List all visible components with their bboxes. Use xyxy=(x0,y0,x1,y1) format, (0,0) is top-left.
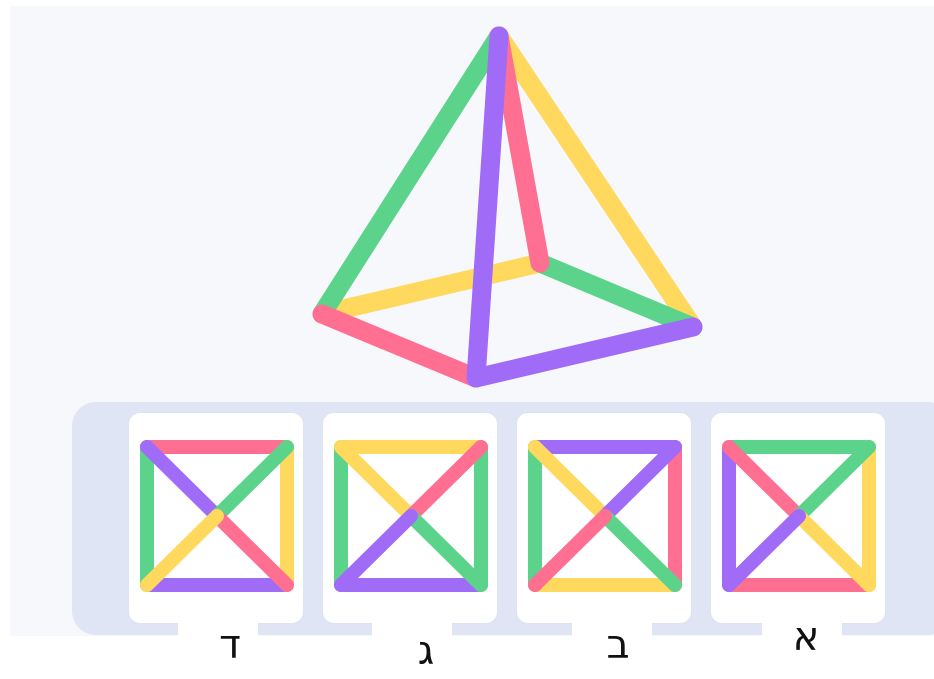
diag-top-right xyxy=(598,440,682,523)
diag-bottom-left xyxy=(528,509,612,592)
pyramid-edge-apex-left xyxy=(312,26,509,324)
pyramid-edge-front-right xyxy=(466,317,703,388)
option-card-dalet[interactable] xyxy=(128,412,304,624)
diag-top-right xyxy=(792,440,876,523)
diag-bottom-right xyxy=(598,509,682,592)
pyramid-edge-apex-front xyxy=(466,26,509,388)
diag-bottom-left xyxy=(334,509,418,592)
pyramid-edge-left-front xyxy=(312,304,486,388)
diag-bottom-right xyxy=(210,509,294,592)
label-tab-gimel xyxy=(372,620,452,673)
diag-top-right xyxy=(404,440,488,523)
square-pattern-gimel xyxy=(334,440,488,592)
diag-top-left xyxy=(334,440,418,523)
diag-bottom-left xyxy=(722,509,806,592)
diag-top-right xyxy=(210,440,294,523)
label-tab-alef xyxy=(762,620,842,673)
diag-top-left xyxy=(528,440,612,523)
option-card-alef[interactable] xyxy=(710,412,886,624)
diag-bottom-left xyxy=(140,509,224,592)
diag-bottom-right xyxy=(792,509,876,592)
option-label-gimel: ג xyxy=(417,628,435,674)
option-card-bet[interactable] xyxy=(516,412,692,624)
square-pattern-bet xyxy=(528,440,682,592)
label-tab-dalet xyxy=(178,620,258,673)
pyramid-edge-apex-right xyxy=(489,26,703,337)
option-label-dalet: ד xyxy=(219,622,241,668)
pyramid-edge-back-right xyxy=(530,253,703,337)
option-label-bet: ב xyxy=(606,622,630,668)
diag-top-left xyxy=(140,440,224,523)
square-pattern-alef xyxy=(722,440,876,592)
pyramid-edge-left-back xyxy=(312,253,550,324)
square-pattern-dalet xyxy=(140,440,294,592)
option-card-gimel[interactable] xyxy=(322,412,498,624)
option-label-alef: א xyxy=(792,614,820,660)
diag-top-left xyxy=(722,440,806,523)
diag-bottom-right xyxy=(404,509,488,592)
label-tab-bet xyxy=(572,620,652,673)
